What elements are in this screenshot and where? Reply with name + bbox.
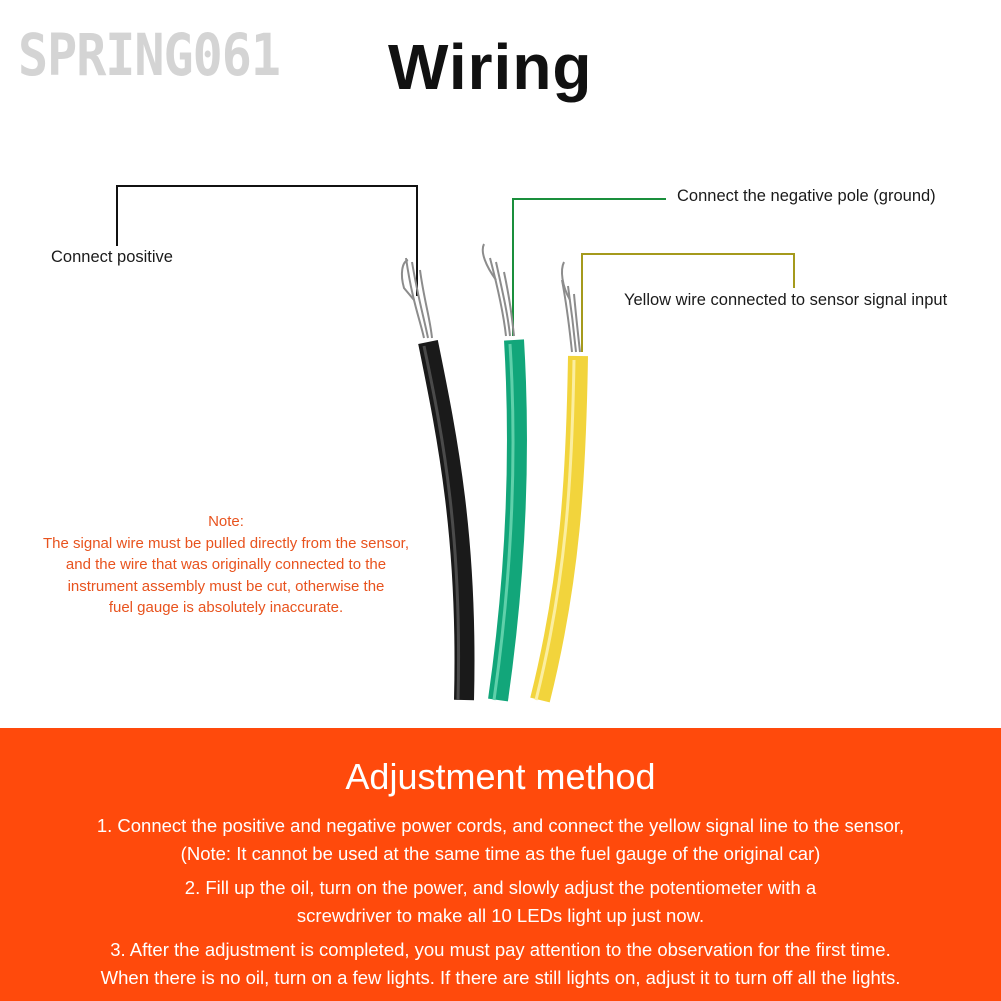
adjustment-steps: 1. Connect the positive and negative pow… <box>0 812 1001 998</box>
yellow-wire-strands <box>561 261 581 353</box>
note-line: and the wire that was originally connect… <box>65 556 387 573</box>
note-line: instrument assembly must be cut, otherwi… <box>67 577 385 595</box>
black-wire-strands <box>400 257 433 339</box>
page-title: Wiring <box>388 31 593 103</box>
black-wire-highlight <box>422 345 461 701</box>
step-line: (Note: It cannot be used at the same tim… <box>180 843 821 864</box>
yellow-wire-highlight <box>534 359 576 701</box>
black-wire <box>418 340 475 701</box>
note-line: The signal wire must be pulled directly … <box>43 534 409 552</box>
green-wire-strands <box>481 243 515 337</box>
step-line: 2. Fill up the oil, turn on the power, a… <box>184 877 817 898</box>
adjustment-step: 3. After the adjustment is completed, yo… <box>0 936 1001 992</box>
callout-positive: Connect positive <box>51 248 173 266</box>
step-line: screwdriver to make all 10 LEDs light up… <box>296 905 705 926</box>
signal-leader-line <box>581 253 795 352</box>
note-heading: Note: <box>208 513 244 530</box>
yellow-wire <box>530 355 588 703</box>
adjustment-step: 2. Fill up the oil, turn on the power, a… <box>0 874 1001 930</box>
note-block: Note: The signal wire must be pulled dir… <box>16 511 436 619</box>
adjustment-title: Adjustment method <box>345 756 656 797</box>
callout-ground: Connect the negative pole (ground) <box>677 187 936 205</box>
callout-signal: Yellow wire connected to sensor signal i… <box>624 291 948 309</box>
step-line: When there is no oil, turn on a few ligh… <box>100 967 901 988</box>
wiring-diagram <box>116 185 795 703</box>
adjustment-panel: Adjustment method 1. Connect the positiv… <box>0 728 1001 1001</box>
green-wire <box>488 339 527 702</box>
green-wire-highlight <box>492 343 515 701</box>
note-line: fuel gauge is absolutely inaccurate. <box>108 599 344 616</box>
step-line: 3. After the adjustment is completed, yo… <box>110 939 891 960</box>
adjustment-step: 1. Connect the positive and negative pow… <box>0 812 1001 868</box>
ground-leader-line <box>512 198 666 336</box>
watermark: SPRING061 <box>18 22 281 89</box>
positive-leader-line <box>116 185 418 296</box>
step-line: 1. Connect the positive and negative pow… <box>96 815 905 836</box>
